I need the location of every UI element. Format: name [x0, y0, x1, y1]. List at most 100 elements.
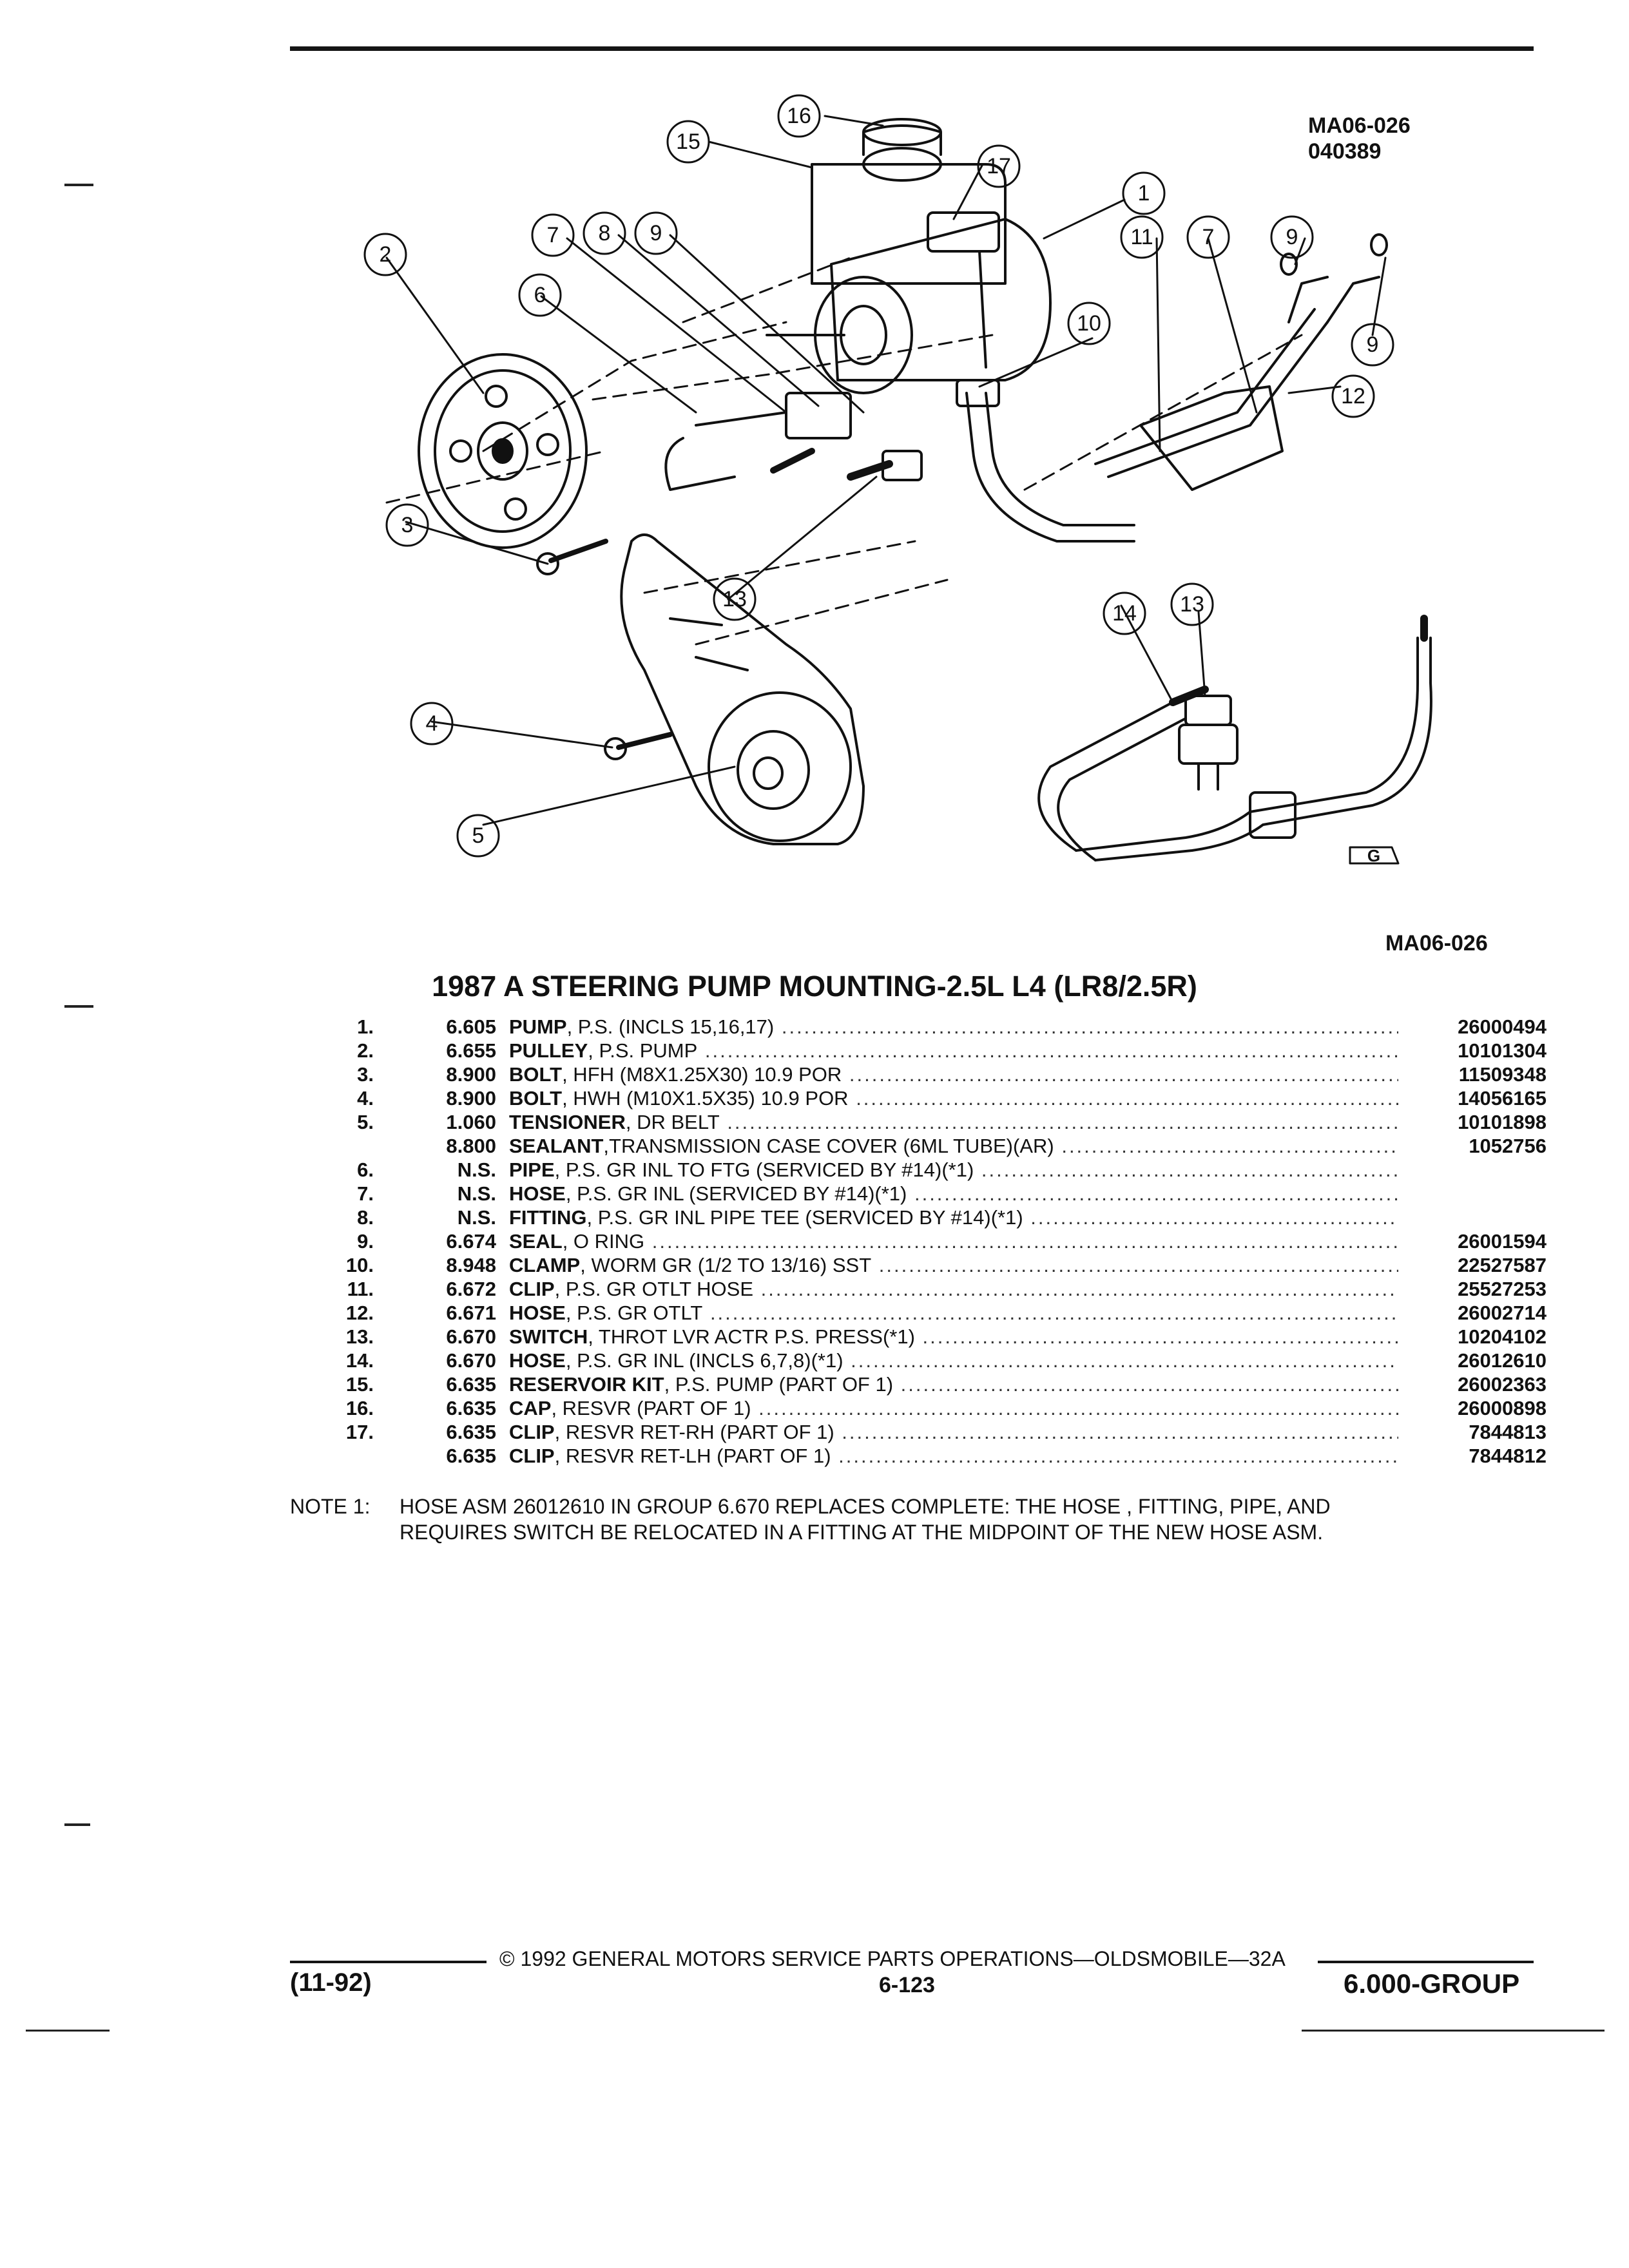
part-desc-text: , P.S. PUMP (PART OF 1)	[664, 1373, 894, 1396]
diagram-id: MA06-026 040389	[1308, 113, 1411, 164]
footer-rule-left	[290, 1961, 487, 1963]
part-group: 6.635	[446, 1397, 496, 1419]
dot-leader: ........................................…	[849, 1063, 1398, 1086]
callout-1: 1	[1138, 181, 1150, 206]
part-name: CLIP	[509, 1278, 555, 1300]
part-group: 6.655	[446, 1039, 496, 1062]
part-description: HOSE, P.S. GR INL (INCLS 6,7,8)(*1) ....…	[509, 1349, 1398, 1372]
callout-10: 10	[1077, 311, 1101, 336]
dot-leader: ........................................…	[838, 1445, 1398, 1467]
part-number: 25527253	[1458, 1278, 1547, 1300]
assembly-centerlines	[385, 256, 1303, 646]
diagram-id-line-1: MA06-026	[1308, 113, 1411, 138]
part-group: 6.670	[446, 1349, 496, 1372]
pulley	[418, 353, 588, 549]
part-number: 7844812	[1469, 1445, 1547, 1467]
footer-group: 6.000-GROUP	[1344, 1968, 1520, 1999]
dot-leader: ........................................…	[651, 1230, 1398, 1253]
part-description: PIPE, P.S. GR INL TO FTG (SERVICED BY #1…	[509, 1158, 1398, 1182]
margin-mark	[26, 2030, 110, 2032]
part-index: 12.	[345, 1302, 374, 1324]
inlet-pipe	[664, 392, 852, 491]
part-index: 1.	[357, 1015, 374, 1038]
dot-leader: ........................................…	[727, 1111, 1398, 1133]
part-row: 6.N.S.PIPE, P.S. GR INL TO FTG (SERVICED…	[322, 1158, 1547, 1182]
page-title: 1987 A STEERING PUMP MOUNTING-2.5L L4 (L…	[432, 970, 1197, 1003]
dot-leader: ........................................…	[1030, 1206, 1398, 1229]
part-index: 14.	[345, 1349, 374, 1372]
reservoir	[811, 118, 1007, 285]
part-row: 8.N.S.FITTING, P.S. GR INL PIPE TEE (SER…	[322, 1206, 1547, 1229]
part-description: BOLT, HWH (M10X1.5X35) 10.9 POR ........…	[509, 1086, 1398, 1110]
part-row: 14. 6.670 HOSE, P.S. GR INL (INCLS 6,7,8)(…	[322, 1349, 1547, 1372]
dot-leader: ........................................…	[781, 1015, 1398, 1038]
footer-page-number: 6-123	[879, 1973, 935, 1997]
part-desc-text: , P.S. GR OTLT	[565, 1302, 703, 1324]
part-desc-text: , HFH (M8X1.25X30) 10.9 POR	[562, 1063, 842, 1086]
part-description: SWITCH, THROT LVR ACTR P.S. PRESS(*1) ..…	[509, 1325, 1398, 1349]
part-name: CLIP	[509, 1445, 555, 1467]
part-desc-text: , O RING	[562, 1230, 645, 1253]
footer-date: (11-92)	[290, 1968, 372, 1997]
pump-body	[766, 211, 1052, 394]
part-desc-text: , RESVR RET-RH (PART OF 1)	[554, 1421, 834, 1443]
part-group: 6.605	[446, 1015, 496, 1038]
part-desc-text: , RESVR RET-LH (PART OF 1)	[554, 1445, 831, 1467]
dot-leader: ........................................…	[922, 1325, 1399, 1348]
dot-leader: ........................................…	[900, 1373, 1398, 1396]
part-description: TENSIONER, DR BELT .....................…	[509, 1110, 1398, 1134]
part-index: 10.	[345, 1254, 374, 1276]
part-group: 6.635	[446, 1373, 496, 1396]
dot-leader: ........................................…	[914, 1182, 1398, 1205]
footer-rule-right	[1318, 1961, 1534, 1963]
part-group: 6.635	[446, 1421, 496, 1443]
part-name: FITTING	[509, 1206, 587, 1229]
outlet-hose	[956, 276, 1380, 543]
part-number: 10101898	[1458, 1111, 1547, 1133]
part-description: PULLEY, P.S. PUMP ......................…	[509, 1039, 1398, 1062]
part-number: 11509348	[1458, 1063, 1547, 1086]
part-name: HOSE	[509, 1302, 566, 1324]
callout-13a: 13	[722, 587, 747, 611]
part-group: 6.671	[446, 1302, 496, 1324]
part-name: SEAL	[509, 1230, 563, 1253]
part-group: N.S.	[457, 1182, 496, 1205]
callout-11: 11	[1130, 225, 1153, 249]
part-index: 15.	[345, 1373, 374, 1396]
part-number: 26000494	[1458, 1015, 1547, 1038]
callout-16: 16	[787, 104, 811, 128]
callout-17: 17	[987, 154, 1011, 178]
part-number: 1052756	[1469, 1135, 1547, 1157]
callout-15: 15	[676, 130, 700, 154]
callout-13b: 13	[1180, 592, 1204, 617]
margin-mark	[64, 184, 93, 186]
part-name: CLAMP	[509, 1254, 581, 1276]
part-name: CAP	[509, 1397, 552, 1419]
part-number: 22527587	[1458, 1254, 1547, 1276]
part-index: 4.	[357, 1087, 374, 1110]
part-description: CLIP, RESVR RET-LH (PART OF 1) .........…	[509, 1444, 1398, 1468]
dot-leader: ........................................…	[1061, 1135, 1398, 1157]
part-name: CLIP	[509, 1421, 555, 1443]
callout-9c: 9	[1367, 332, 1379, 357]
tensioner-pulley	[708, 691, 852, 842]
part-index: 17.	[345, 1421, 374, 1443]
part-name: HOSE	[509, 1349, 566, 1372]
diagram-code: MA06-026	[1385, 931, 1488, 956]
dot-leader: ........................................…	[760, 1278, 1398, 1300]
o-ring-seals	[1280, 233, 1388, 276]
callout-6: 6	[534, 283, 546, 307]
part-number: 10101304	[1458, 1039, 1547, 1062]
note-line-2: REQUIRES SWITCH BE RELOCATED IN A FITTIN…	[400, 1521, 1324, 1544]
part-description: SEAL, O RING ...........................…	[509, 1229, 1398, 1253]
part-index: 5.	[357, 1111, 374, 1133]
part-index: 16.	[345, 1397, 374, 1419]
part-description: RESERVOIR KIT, P.S. PUMP (PART OF 1) ...…	[509, 1372, 1398, 1396]
callout-4: 4	[426, 711, 438, 736]
footer-copyright: © 1992 GENERAL MOTORS SERVICE PARTS OPER…	[499, 1947, 1286, 1970]
